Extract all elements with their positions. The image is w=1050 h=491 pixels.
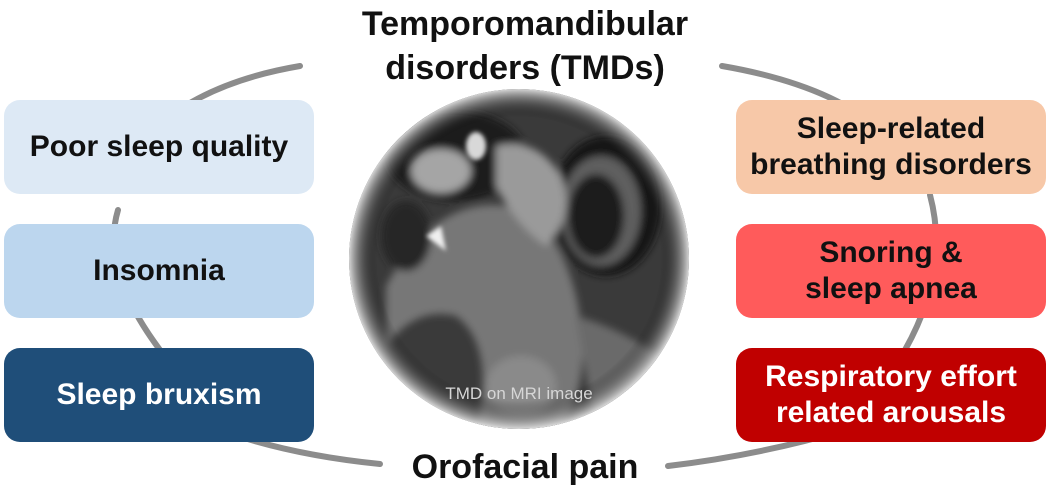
box-respiratory-effort-related-arousals: Respiratory effort related arousals — [736, 348, 1046, 442]
box-text: Respiratory effort related arousals — [765, 359, 1017, 431]
box-label-line-2: breathing disorders — [750, 148, 1032, 181]
box-label: Insomnia — [93, 254, 225, 287]
box-label-line-1: Sleep-related — [796, 112, 986, 145]
top-title-line-2: disorders (TMDs) — [385, 49, 665, 87]
box-label-line-1: Snoring & — [819, 236, 963, 269]
box-poor-sleep-quality: Poor sleep quality — [4, 100, 314, 194]
mri-picture — [349, 89, 689, 429]
top-title-line-1: Temporomandibular — [361, 5, 689, 43]
box-label: Poor sleep quality — [29, 130, 289, 163]
bottom-title: Orofacial pain — [411, 448, 639, 486]
top-title: Temporomandibular disorders (TMDs) — [300, 2, 750, 90]
box-insomnia: Insomnia — [4, 224, 314, 318]
mri-image: TMD on MRI image — [346, 86, 692, 432]
box-label-line-2: sleep apnea — [805, 272, 977, 305]
box-label-line-1: Respiratory effort — [765, 360, 1017, 393]
box-label: Sleep bruxism — [56, 378, 262, 411]
box-text: Snoring & sleep apnea — [805, 235, 977, 307]
box-sleep-related-breathing-disorders: Sleep-related breathing disorders — [736, 100, 1046, 194]
mri-caption: TMD on MRI image — [445, 384, 593, 403]
box-label-line-2: related arousals — [775, 396, 1007, 429]
box-text: Sleep-related breathing disorders — [750, 111, 1032, 183]
box-snoring-sleep-apnea: Snoring & sleep apnea — [736, 224, 1046, 318]
box-sleep-bruxism: Sleep bruxism — [4, 348, 314, 442]
